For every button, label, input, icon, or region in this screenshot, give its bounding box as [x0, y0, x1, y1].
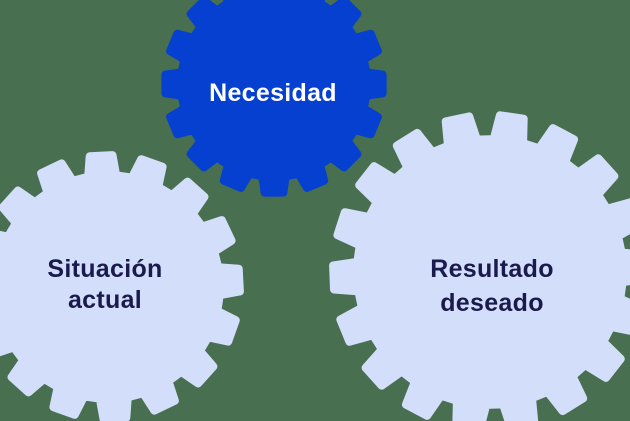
gear-label-situacion: Situación — [47, 255, 162, 283]
gear-necesidad: Necesidad — [161, 0, 387, 197]
gear-shape-necesidad — [161, 0, 387, 197]
gear-label-deseado: deseado — [440, 289, 544, 317]
gear-shape-resultado-deseado — [329, 111, 630, 421]
gear-label-necesidad: Necesidad — [209, 79, 337, 107]
gear-resultado-deseado: Resultado deseado — [329, 111, 630, 421]
gear-shape-situacion-actual — [0, 151, 244, 421]
gear-situacion-actual: Situación actual — [0, 151, 244, 421]
gear-label-resultado: Resultado — [430, 255, 554, 283]
gear-label-actual: actual — [68, 286, 142, 314]
